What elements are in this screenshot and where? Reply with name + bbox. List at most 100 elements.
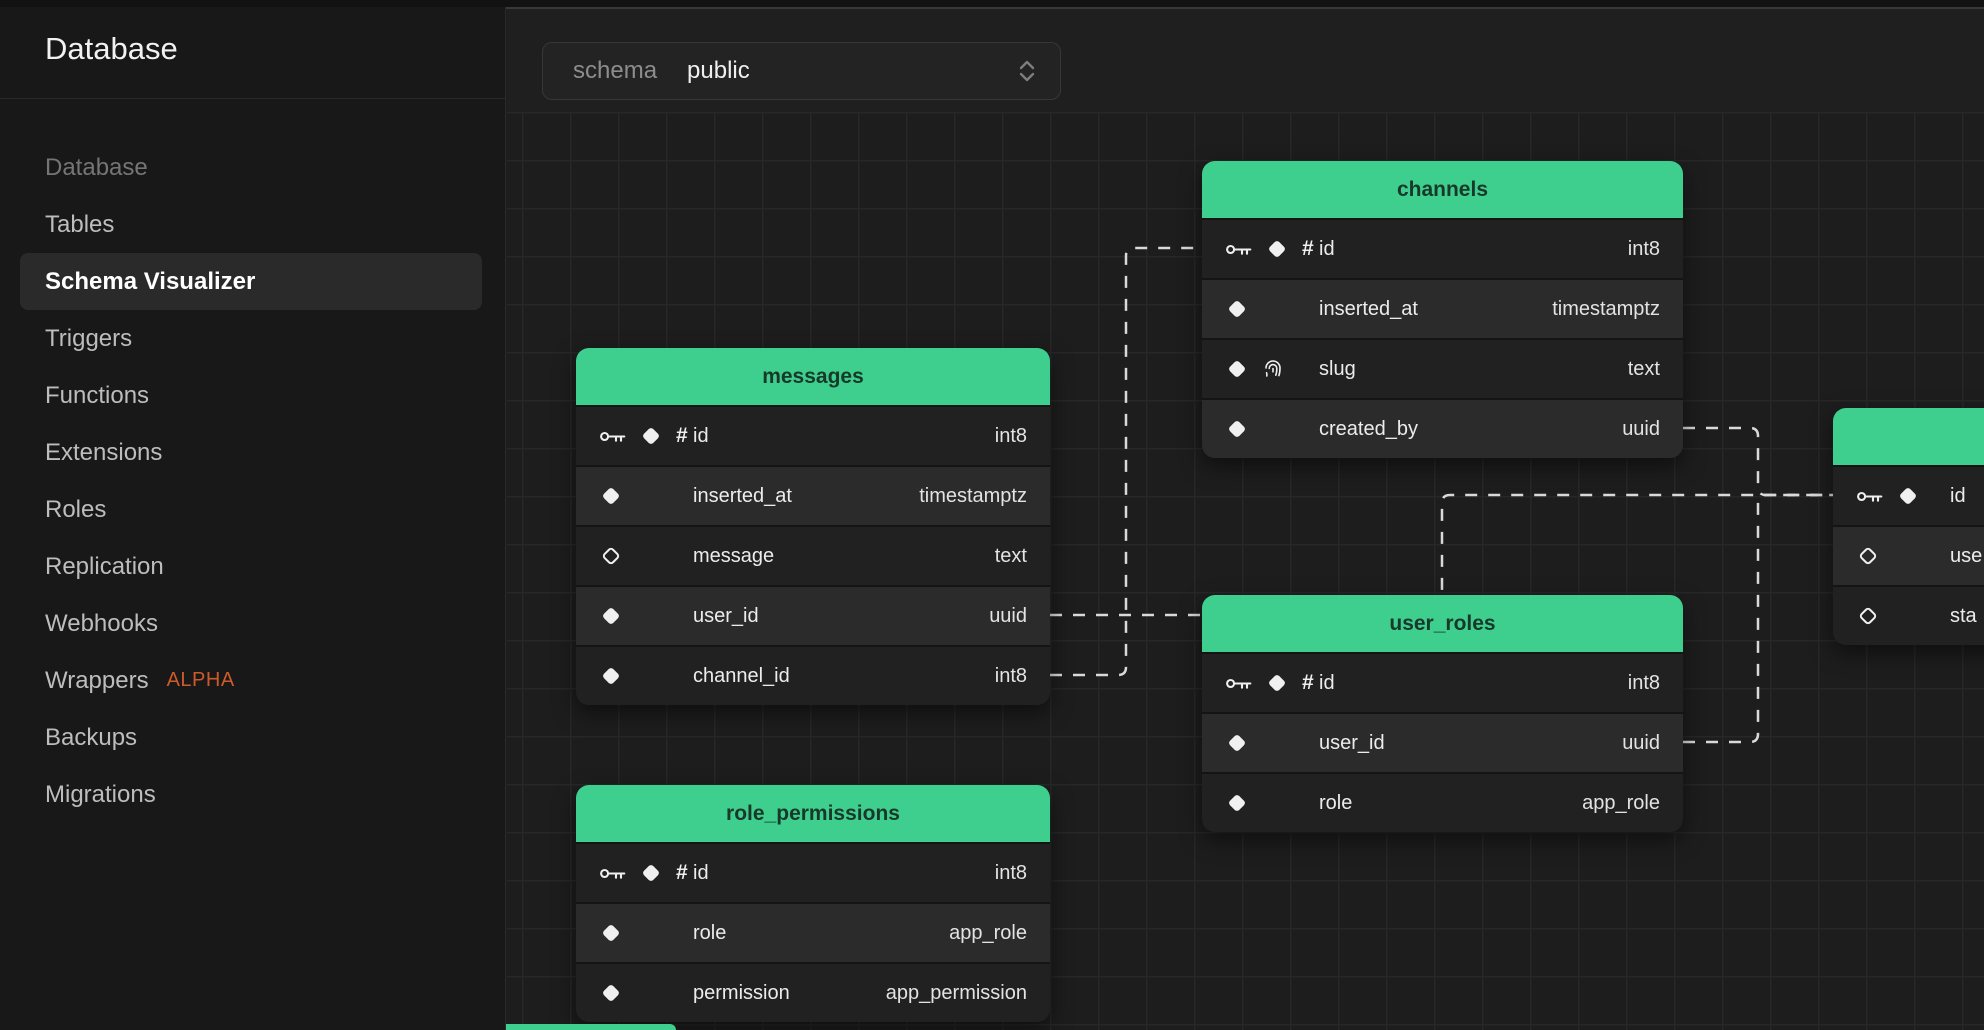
column-icons [599, 664, 693, 688]
column-name: user_id [693, 604, 759, 627]
hash-icon: # [1302, 671, 1314, 694]
column-name: inserted_at [1319, 297, 1418, 320]
sidebar-item-functions[interactable]: Functions [0, 367, 505, 424]
column-type: int8 [1627, 671, 1660, 694]
sidebar-item-schema-visualizer[interactable]: Schema Visualizer [20, 253, 482, 310]
table-node-partial-right-table[interactable]: id use sta [1833, 408, 1984, 645]
column-row-sta[interactable]: sta [1833, 585, 1984, 645]
sidebar-item-triggers[interactable]: Triggers [0, 310, 505, 367]
column-type: timestamptz [1552, 297, 1660, 320]
column-row-user_id[interactable]: user_id uuid [576, 585, 1050, 645]
column-name: id [693, 424, 709, 447]
diamond-icon [599, 604, 623, 628]
column-icons [1856, 544, 1950, 568]
page-title: Database [0, 0, 505, 99]
column-row-inserted_at[interactable]: inserted_at timestamptz [1202, 278, 1683, 338]
table-header[interactable]: user_roles [1202, 595, 1683, 652]
table-header[interactable]: channels [1202, 161, 1683, 218]
column-name: sta [1950, 604, 1977, 627]
diamond-outline-icon [1856, 544, 1880, 568]
sidebar-item-label: Extensions [45, 438, 163, 466]
partial-bottom-table-header[interactable] [500, 1024, 676, 1030]
diamond-icon [639, 424, 663, 448]
diamond-icon [1225, 357, 1249, 381]
table-header[interactable]: role_permissions [576, 785, 1050, 842]
sidebar-item-label: Migrations [45, 780, 156, 808]
column-type: app_permission [885, 981, 1027, 1004]
column-name: id [1950, 484, 1966, 507]
sidebar-item-webhooks[interactable]: Webhooks [0, 595, 505, 652]
key-icon [599, 429, 626, 444]
sidebar-item-database: Database [0, 139, 505, 196]
column-icons [1225, 417, 1319, 441]
column-icons: # [1225, 671, 1319, 695]
diamond-icon [1225, 417, 1249, 441]
column-row-use[interactable]: use [1833, 525, 1984, 585]
sidebar-item-label: Webhooks [45, 609, 158, 637]
diamond-icon [1265, 671, 1289, 695]
column-icons [599, 921, 693, 945]
hash-icon: # [1302, 237, 1314, 260]
schema-select-label: schema [573, 57, 658, 84]
column-type: int8 [994, 424, 1027, 447]
schema-select[interactable]: schema public [542, 42, 1061, 100]
sidebar-item-label: Roles [45, 495, 107, 523]
sidebar-item-extensions[interactable]: Extensions [0, 424, 505, 481]
column-icons: # [599, 424, 693, 448]
diamond-icon [1225, 731, 1249, 755]
table-header[interactable]: messages [576, 348, 1050, 405]
column-name: use [1950, 544, 1983, 567]
sidebar-item-label: Triggers [45, 324, 133, 352]
column-icons [1856, 604, 1950, 628]
diamond-icon [1225, 297, 1249, 321]
diamond-icon [599, 921, 623, 945]
sidebar-item-replication[interactable]: Replication [0, 538, 505, 595]
column-type: app_role [1582, 791, 1660, 814]
column-name: role [693, 921, 727, 944]
key-icon [1225, 676, 1252, 691]
column-row-id[interactable]: id [1833, 465, 1984, 525]
diamond-icon [639, 861, 663, 885]
sidebar-item-backups[interactable]: Backups [0, 709, 505, 766]
sidebar-item-label: Functions [45, 381, 150, 409]
column-icons [1856, 484, 1950, 508]
table-header[interactable] [1833, 408, 1984, 465]
column-name: created_by [1319, 417, 1418, 440]
column-icons: # [599, 861, 693, 885]
sidebar-item-label: Wrappers [45, 666, 149, 694]
column-name: slug [1319, 357, 1356, 380]
sidebar-item-roles[interactable]: Roles [0, 481, 505, 538]
sidebar-item-tables[interactable]: Tables [0, 196, 505, 253]
column-name: inserted_at [693, 484, 792, 507]
column-type: uuid [989, 604, 1027, 627]
column-icons [599, 981, 693, 1005]
chevron-up-down-icon [1016, 58, 1038, 84]
sidebar-item-migrations[interactable]: Migrations [0, 766, 505, 823]
key-icon [1856, 489, 1883, 504]
column-icons: # [1225, 237, 1319, 261]
column-icons [599, 604, 693, 628]
column-name: message [693, 544, 775, 567]
topbar: schema public [507, 9, 1984, 112]
column-row-id[interactable]: #id int8 [576, 405, 1050, 465]
hash-icon: # [676, 424, 688, 447]
key-icon [1225, 242, 1252, 257]
